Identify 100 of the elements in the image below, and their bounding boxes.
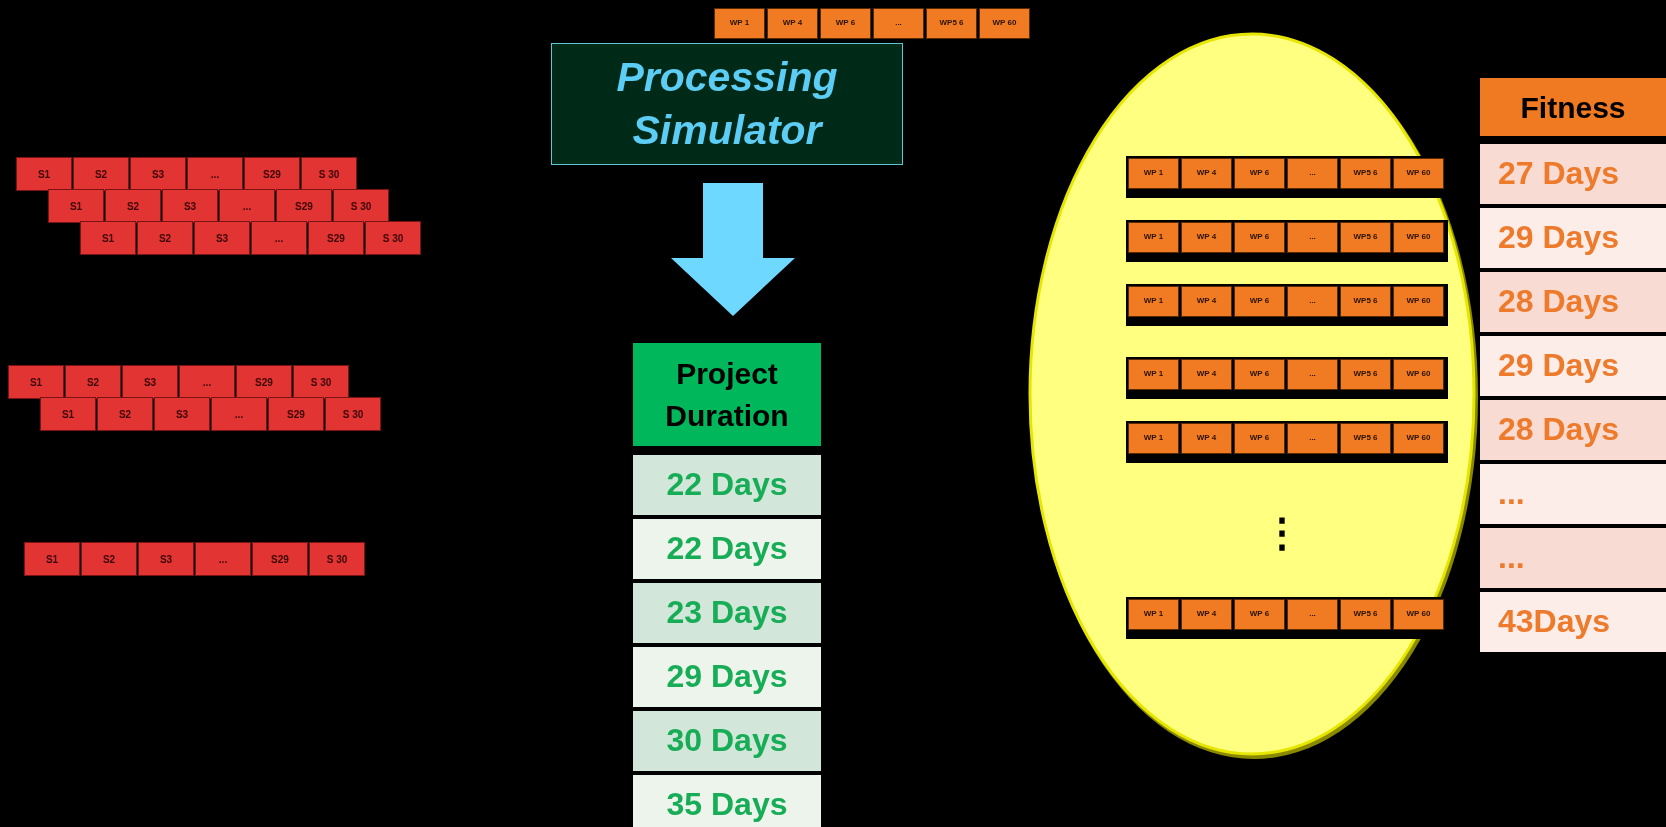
cell-label: WP 1 — [1142, 610, 1165, 619]
cell-label: S 30 — [310, 376, 332, 388]
cell-label: WP 1 — [728, 19, 751, 28]
table-cell — [1480, 464, 1666, 524]
block-arrow — [671, 183, 795, 316]
sequence-cell — [194, 221, 250, 255]
table-header — [1480, 78, 1666, 136]
cell-label: ... — [1308, 233, 1317, 242]
cell-label: S2 — [94, 168, 108, 180]
work-package-cell — [1128, 158, 1179, 189]
cell-label: WP5 6 — [1353, 610, 1378, 619]
work-package-cell — [1393, 599, 1444, 630]
cell-label: S 30 — [326, 553, 348, 565]
sequence-cell — [301, 157, 357, 191]
cell-label: ... — [242, 200, 252, 212]
cell-label: ... — [202, 376, 212, 388]
cell-label: Project Duration — [664, 355, 790, 434]
cell-label: S29 — [263, 168, 281, 180]
cell-label: S 30 — [350, 200, 372, 212]
work-package-cell — [1287, 222, 1338, 253]
cell-label: WP 60 — [992, 19, 1017, 28]
cell-label: WP 6 — [1248, 610, 1271, 619]
row-bar — [1126, 284, 1448, 326]
cell-label: WP5 6 — [1353, 434, 1378, 443]
work-package-cell — [873, 8, 924, 39]
work-package-cell — [979, 8, 1030, 39]
sequence-cell — [365, 221, 421, 255]
cell-label: 29 Days — [1498, 220, 1619, 256]
population-ellipse — [1028, 31, 1480, 759]
cell-label: S29 — [295, 200, 313, 212]
work-package-cell — [820, 8, 871, 39]
row-bar — [1126, 220, 1448, 262]
sequence-cell — [195, 542, 251, 576]
cell-label: ... — [1308, 297, 1317, 306]
work-package-cell — [1181, 222, 1232, 253]
work-package-cell — [1287, 158, 1338, 189]
cell-label: S2 — [102, 553, 116, 565]
sequence-cell — [24, 542, 80, 576]
table-cell — [1480, 336, 1666, 396]
cell-label: WP5 6 — [939, 19, 964, 28]
cell-label: WP5 6 — [1353, 169, 1378, 178]
sequence-cell — [333, 189, 389, 223]
cell-label: 43Days — [1498, 604, 1611, 640]
row-bar — [1126, 357, 1448, 399]
work-package-cell — [1234, 423, 1285, 454]
sequence-cell — [40, 397, 96, 431]
work-package-cell — [1181, 158, 1232, 189]
cell-label: WP 60 — [1406, 610, 1431, 619]
sequence-cell — [325, 397, 381, 431]
cell-label: WP5 6 — [1353, 233, 1378, 242]
sequence-cell — [130, 157, 186, 191]
work-package-cell — [1234, 286, 1285, 317]
cell-label: WP 4 — [1195, 610, 1218, 619]
work-package-cell — [1340, 222, 1391, 253]
sequence-cell — [138, 542, 194, 576]
cell-label: S29 — [287, 408, 305, 420]
cell-label: WP5 6 — [1353, 370, 1378, 379]
cell-label: ... — [1308, 169, 1317, 178]
cell-label: S29 — [255, 376, 273, 388]
work-package-cell — [1393, 222, 1444, 253]
cell-label: S2 — [126, 200, 140, 212]
sequence-cell — [179, 365, 235, 399]
work-package-cell — [1393, 423, 1444, 454]
cell-label: S3 — [151, 168, 165, 180]
cell-label: S1 — [61, 408, 75, 420]
work-package-cell — [1234, 359, 1285, 390]
cell-label: WP 6 — [1248, 370, 1271, 379]
cell-label: WP 60 — [1406, 370, 1431, 379]
work-package-cell — [1234, 222, 1285, 253]
work-package-cell — [1287, 423, 1338, 454]
work-package-cell — [1287, 359, 1338, 390]
sequence-cell — [293, 365, 349, 399]
table-cell — [633, 583, 821, 643]
sequence-cell — [219, 189, 275, 223]
cell-label: 23 Days — [666, 595, 788, 631]
cell-label: S29 — [327, 232, 345, 244]
cell-label: WP 1 — [1142, 370, 1165, 379]
sequence-cell — [137, 221, 193, 255]
cell-label: ... — [1498, 540, 1525, 576]
sequence-cell — [97, 397, 153, 431]
cell-label: 29 Days — [1498, 348, 1619, 384]
cell-label: WP 60 — [1406, 233, 1431, 242]
cell-label: 35 Days — [666, 787, 788, 823]
sequence-cell — [252, 542, 308, 576]
work-package-cell — [1340, 359, 1391, 390]
sequence-cell — [268, 397, 324, 431]
cell-label: S2 — [118, 408, 132, 420]
sequence-cell — [73, 157, 129, 191]
sequence-cell — [308, 221, 364, 255]
cell-label: ... — [218, 553, 228, 565]
cell-label: 29 Days — [666, 659, 788, 695]
sequence-cell — [211, 397, 267, 431]
ellipsis-label: ⋮ — [1262, 512, 1302, 552]
table-cell — [1480, 592, 1666, 652]
cell-label: 30 Days — [666, 723, 788, 759]
cell-label: ... — [1498, 476, 1525, 512]
cell-label: S3 — [183, 200, 197, 212]
work-package-cell — [1128, 423, 1179, 454]
sequence-cell — [154, 397, 210, 431]
cell-label: S 30 — [342, 408, 364, 420]
